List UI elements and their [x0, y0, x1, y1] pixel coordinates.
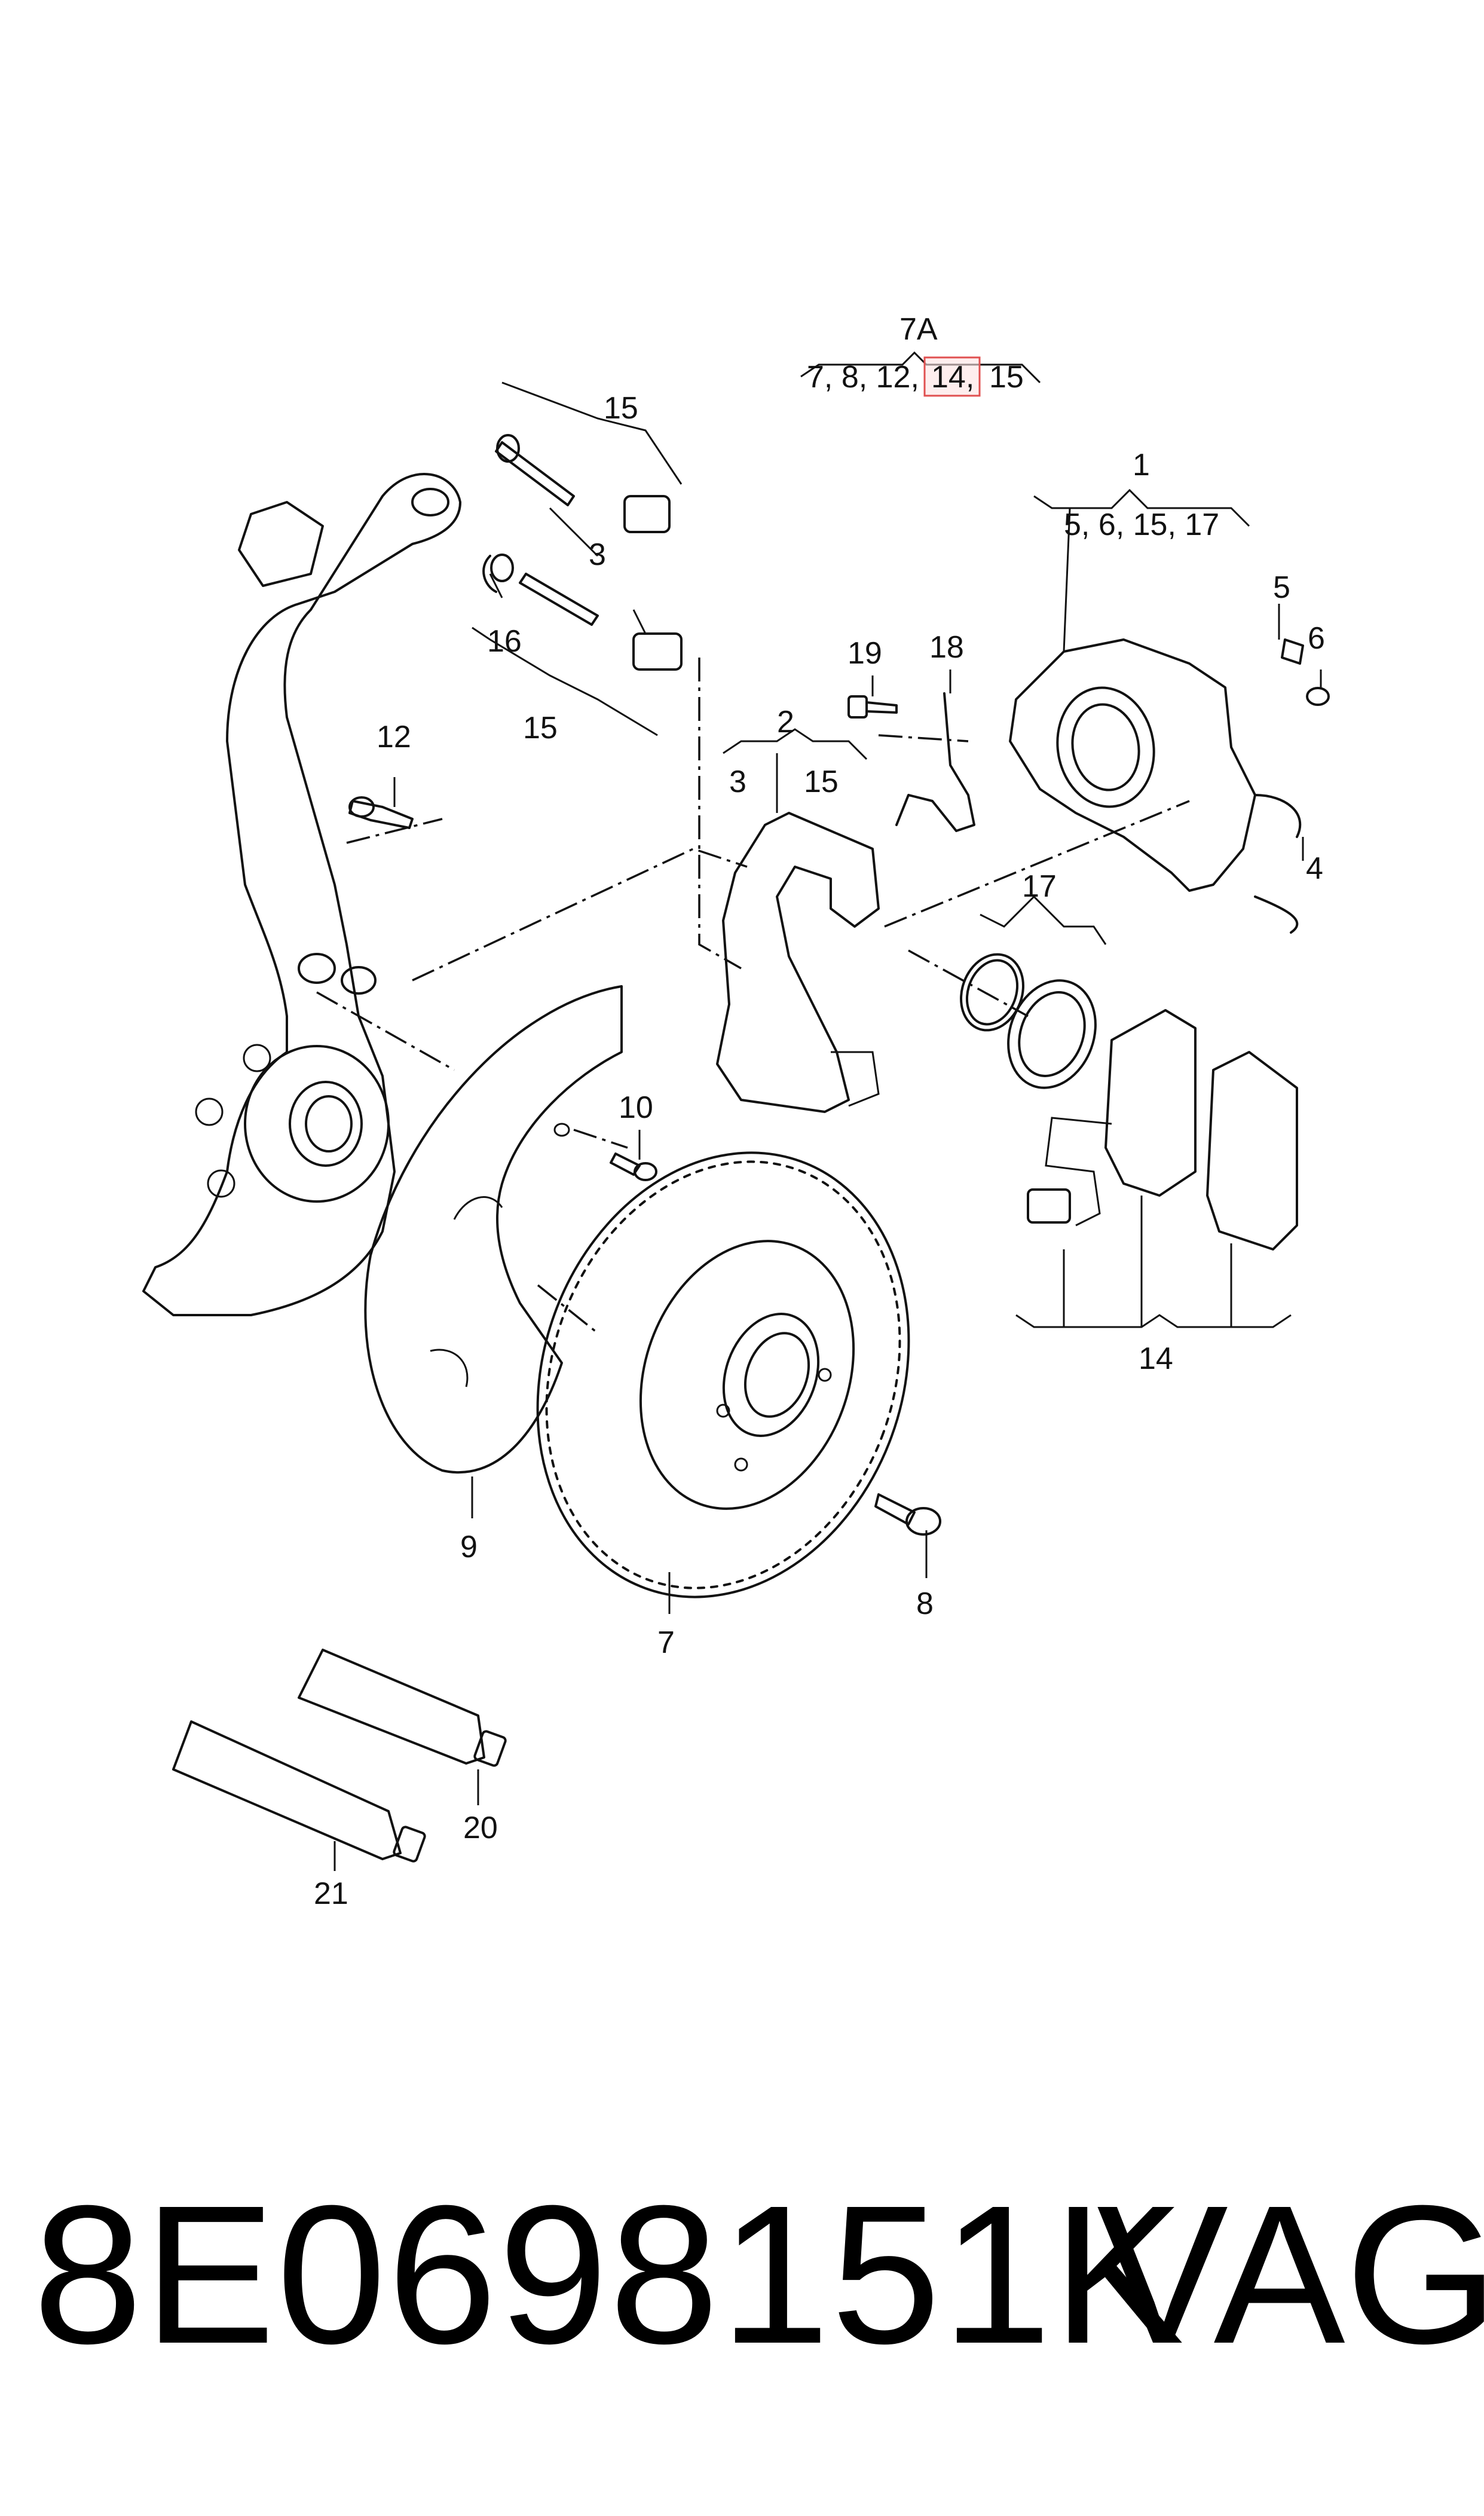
- label-1-sub: 5, 6, 15, 17: [1064, 508, 1219, 542]
- label-8: 8: [916, 1586, 934, 1621]
- dust-shield: [364, 985, 623, 1474]
- label-4: 4: [1306, 851, 1323, 886]
- label-7A: 7A: [899, 312, 938, 347]
- label-21: 21: [314, 1876, 348, 1911]
- label-10: 10: [619, 1090, 653, 1125]
- label-14: 14: [1139, 1341, 1173, 1376]
- label-2-b: 15: [804, 765, 839, 799]
- seal-rings: [960, 953, 1097, 1089]
- brand-name: VAG: [1097, 2164, 1484, 2384]
- label-17: 17: [1022, 869, 1057, 904]
- callout-labels: 7A 7, 8, 12, 14, 15 1 5, 6, 15, 17 2 3 1…: [314, 312, 1325, 1911]
- label-12: 12: [377, 720, 411, 754]
- label-18: 18: [929, 630, 964, 665]
- bolt-12: [348, 796, 414, 829]
- grease-tubes: [172, 1649, 507, 1863]
- brake-caliper: [1009, 638, 1330, 934]
- label-1: 1: [1133, 448, 1150, 482]
- bolt-10: [610, 1152, 657, 1181]
- disc-screw: [874, 1493, 941, 1536]
- label-9: 9: [460, 1530, 478, 1564]
- label-2: 2: [777, 705, 794, 739]
- part-number: 8E0698151K: [33, 2164, 1186, 2384]
- label-7A-b: 14,: [931, 360, 974, 395]
- label-2-a: 3: [729, 765, 746, 799]
- guide-pins: [482, 434, 683, 671]
- label-7A-c: 15: [989, 360, 1024, 395]
- brake-disc: [536, 1151, 910, 1598]
- label-6: 6: [1308, 621, 1325, 656]
- label-16: 16: [487, 624, 522, 659]
- label-7A-a: 7, 8, 12,: [807, 360, 919, 395]
- leaders: [333, 351, 1322, 1871]
- label-3: 3: [589, 537, 606, 572]
- brake-pads: [1027, 1009, 1298, 1251]
- label-7: 7: [657, 1625, 675, 1660]
- label-19: 19: [847, 636, 882, 671]
- label-20: 20: [463, 1811, 498, 1845]
- clip-18: [895, 692, 975, 832]
- caliper-carrier: [716, 812, 880, 1113]
- label-5: 5: [1273, 570, 1290, 605]
- highlight-box: [923, 356, 981, 397]
- label-15-top: 15: [604, 391, 638, 426]
- bolt-19: [847, 695, 898, 719]
- label-15-bottom: 15: [523, 711, 558, 745]
- footer: 8E0698151K VAG: [0, 2176, 1484, 2415]
- steering-knuckle: [142, 473, 461, 1316]
